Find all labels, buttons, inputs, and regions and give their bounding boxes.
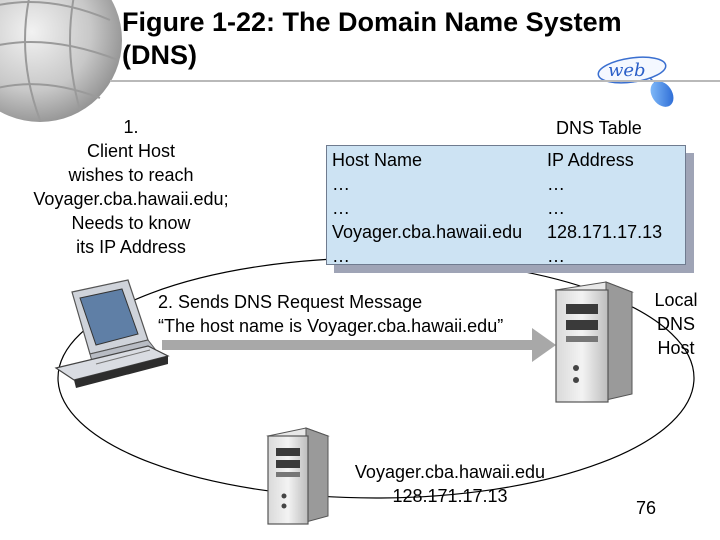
local-dns-label: Local DNS Host — [640, 288, 712, 360]
slide-title-line2: (DNS) — [122, 40, 197, 70]
table-cell-host: … — [332, 198, 350, 218]
local-dns-line: Host — [657, 338, 695, 358]
globe-icon — [0, 0, 122, 122]
table-cell-host: … — [332, 174, 350, 194]
client-line: Client Host — [86, 141, 176, 161]
table-cell-ip: … — [547, 246, 565, 266]
title-divider — [110, 80, 720, 82]
client-description: 1. Client Host wishes to reach Voyager.c… — [0, 115, 262, 259]
client-line: Voyager.cba.hawaii.edu; — [33, 189, 229, 209]
client-line: wishes to reach — [68, 165, 194, 185]
dns-table: Host Name IP Address … … … … Voyager.cba… — [326, 145, 686, 266]
client-line: its IP Address — [76, 237, 186, 257]
request-line1: 2. Sends DNS Request Message — [158, 292, 423, 312]
server-hostname: Voyager.cba.hawaii.edu — [354, 462, 546, 482]
table-header-host: Host Name — [332, 150, 423, 170]
dns-table-caption: DNS Table — [556, 118, 642, 138]
request-line2: “The host name is Voyager.cba.hawaii.edu… — [158, 316, 504, 336]
client-laptop-icon — [54, 279, 170, 388]
voyager-server-icon — [266, 427, 330, 525]
request-arrow — [162, 328, 556, 362]
table-cell-ip: … — [547, 198, 565, 218]
dns-request-label: 2. Sends DNS Request Message “The host n… — [158, 290, 503, 338]
client-line: Needs to know — [71, 213, 191, 233]
web-logo-text: web — [608, 60, 646, 81]
slide-title: Figure 1-22: The Domain Name System (DNS… — [122, 6, 682, 72]
server-ip: 128.171.17.13 — [392, 486, 508, 506]
local-dns-server-icon — [554, 281, 634, 403]
table-header-ip: IP Address — [547, 150, 634, 170]
local-dns-line: Local — [654, 290, 698, 310]
table-cell-host: … — [332, 246, 350, 266]
table-cell-host: Voyager.cba.hawaii.edu — [332, 222, 523, 242]
client-line: 1. — [123, 117, 139, 137]
table-cell-ip: … — [547, 174, 565, 194]
slide-title-line1: Figure 1-22: The Domain Name System — [122, 7, 622, 37]
local-dns-line: DNS — [656, 314, 695, 334]
voyager-server-label: Voyager.cba.hawaii.edu 128.171.17.13 — [330, 460, 570, 508]
page-number: 76 — [636, 498, 657, 518]
table-cell-ip: 128.171.17.13 — [547, 222, 663, 242]
web-mouse-logo-icon: web — [597, 56, 674, 107]
